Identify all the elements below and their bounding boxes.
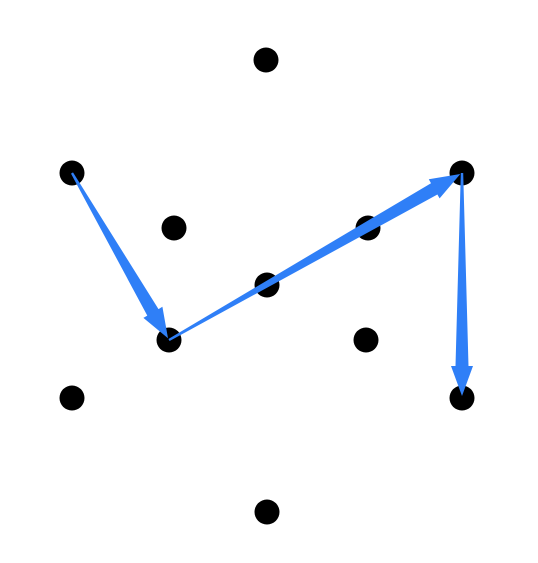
dot-bottom	[254, 499, 280, 525]
arrow-upper-right-to-lower-right	[451, 173, 473, 396]
dot-top	[253, 47, 279, 73]
arrows-layer	[71, 172, 473, 396]
dot-lower-left	[59, 385, 85, 411]
arrow-upper-left-to-inner-lower-left	[71, 172, 168, 339]
dot-inner-upper-left	[161, 215, 187, 241]
dot-lower-right	[449, 385, 475, 411]
dot-inner-lower-right	[353, 327, 379, 353]
arrow-inner-lower-left-to-upper-right	[168, 174, 461, 341]
